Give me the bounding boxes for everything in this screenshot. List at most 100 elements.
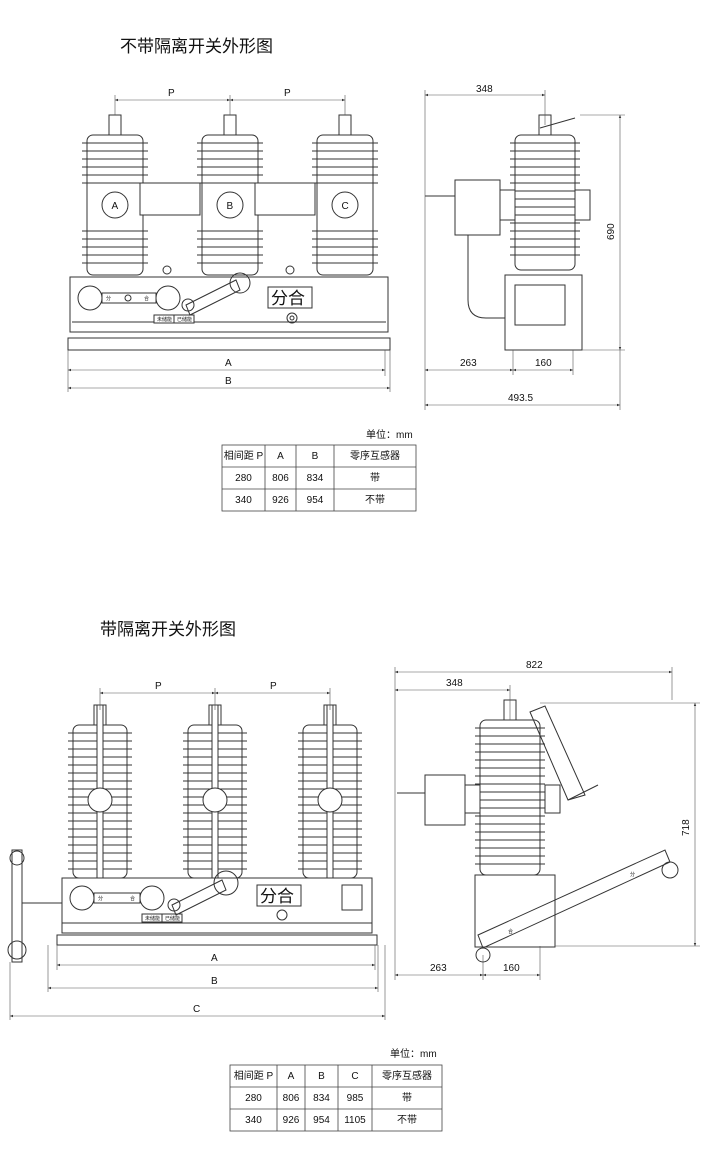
table-cell: 280	[245, 1093, 262, 1104]
table-header: 零序互感器	[350, 449, 400, 462]
mechanism-box	[474, 874, 556, 948]
dim-pitch-label: P	[168, 88, 175, 99]
drawing2-front-view: 分 合 未储能 已储能 分合	[7, 704, 378, 963]
phase-marker	[101, 191, 129, 219]
handle-open-label: 分	[630, 871, 635, 878]
current-transformer	[424, 774, 466, 826]
dim-690: 690	[606, 223, 617, 240]
dim-c-label: C	[193, 1004, 200, 1015]
drawing1-dimension-table: 单位：mm 相间距 P A B 零序互感器 280 806 834 带 340 926 954 不带	[221, 428, 417, 512]
unit-label: 单位：mm	[390, 1047, 437, 1060]
disconnector-hinge	[317, 787, 343, 813]
table-cell: 926	[283, 1115, 300, 1126]
table-header: 相间距 P	[234, 1069, 274, 1082]
drawing2-side-view: 合 分 822 348 718 263 160	[394, 660, 700, 980]
table-cell: 不带	[397, 1114, 417, 1126]
dim-263: 263	[460, 358, 477, 369]
insulator-body	[479, 719, 541, 876]
charging-lever	[185, 279, 241, 316]
open-label: 分	[98, 895, 103, 902]
disconnector-hinge	[87, 787, 113, 813]
drawing1-title: 不带隔离开关外形图	[120, 37, 273, 57]
insulator-pole	[510, 114, 580, 271]
phase-tie-bar	[139, 182, 201, 216]
insulator-body	[514, 134, 576, 271]
table-cell: 不带	[365, 494, 385, 506]
insulator-pole: C	[312, 114, 378, 276]
phase-marker	[331, 191, 359, 219]
phase-marker	[216, 191, 244, 219]
spring-loaded-label: 已储能	[177, 316, 192, 323]
open-close-indicator-text: 分合	[260, 887, 294, 907]
table-cell: 1105	[344, 1115, 366, 1126]
table-cell: 340	[235, 495, 252, 506]
table-cell: 985	[347, 1093, 364, 1104]
dim-pitch-label: P	[155, 681, 162, 692]
current-transformer	[454, 179, 501, 236]
dim-493-5: 493.5	[508, 393, 533, 404]
dim-348: 348	[476, 84, 493, 95]
table-header: A	[288, 1071, 295, 1082]
dim-pitch-label: P	[284, 88, 291, 99]
mechanism-box	[504, 274, 583, 351]
open-close-indicator	[256, 884, 302, 907]
insulator-pole: A	[82, 114, 148, 276]
terminal-cap	[338, 114, 352, 136]
terminal-cap	[223, 114, 237, 136]
table-cell: 954	[307, 495, 324, 506]
table-cell: 280	[235, 473, 252, 484]
phase-label: C	[342, 201, 349, 212]
drawing1-front-dimensions: P P A B	[67, 88, 391, 392]
close-label: 合	[144, 295, 149, 302]
table-frame	[229, 1064, 443, 1132]
drawing2-front-dimensions: P P A B C	[9, 681, 386, 1020]
spring-loaded-label: 已储能	[165, 915, 180, 922]
table-frame	[221, 444, 417, 512]
spring-unloaded-label: 未储能	[145, 915, 160, 922]
dim-822: 822	[526, 660, 543, 671]
disconnector-arm	[529, 705, 586, 801]
dim-348: 348	[446, 678, 463, 689]
dim-160: 160	[503, 963, 520, 974]
charging-lever	[171, 879, 227, 916]
table-cell: 834	[307, 473, 324, 484]
close-label: 合	[130, 895, 135, 902]
table-cell: 954	[313, 1115, 330, 1126]
open-close-indicator-text: 分合	[271, 289, 305, 309]
table-cell: 806	[283, 1093, 300, 1104]
table-cell: 带	[370, 472, 380, 484]
dim-a-label: A	[225, 358, 232, 369]
drawing2-title: 带隔离开关外形图	[100, 620, 236, 640]
table-header: C	[351, 1071, 358, 1082]
phase-label: A	[112, 201, 119, 212]
handle-close-label: 合	[508, 928, 513, 935]
dim-718: 718	[681, 819, 692, 836]
disconnector-hinge	[202, 787, 228, 813]
phase-tie-bar	[254, 182, 316, 216]
open-label: 分	[106, 295, 111, 302]
dim-pitch-label: P	[270, 681, 277, 692]
dim-a-label: A	[211, 953, 218, 964]
table-cell: 340	[245, 1115, 262, 1126]
dim-160: 160	[535, 358, 552, 369]
table-header: B	[312, 451, 319, 462]
table-cell: 806	[272, 473, 289, 484]
table-header: 相间距 P	[224, 449, 264, 462]
drawing1-side-view: 348 690 263 160 493.5	[424, 84, 625, 410]
base-rail	[67, 337, 391, 351]
dim-263: 263	[430, 963, 447, 974]
base-rail	[56, 934, 378, 946]
dim-b-label: B	[225, 376, 232, 387]
table-header: A	[277, 451, 284, 462]
unit-label: 单位：mm	[366, 428, 413, 441]
table-cell: 926	[272, 495, 289, 506]
phase-label: B	[227, 201, 234, 212]
disconnector-handle	[11, 849, 23, 963]
dim-b-label: B	[211, 976, 218, 987]
insulator-pole	[475, 699, 545, 876]
open-close-indicator	[267, 286, 313, 309]
mechanism-housing	[69, 276, 389, 333]
